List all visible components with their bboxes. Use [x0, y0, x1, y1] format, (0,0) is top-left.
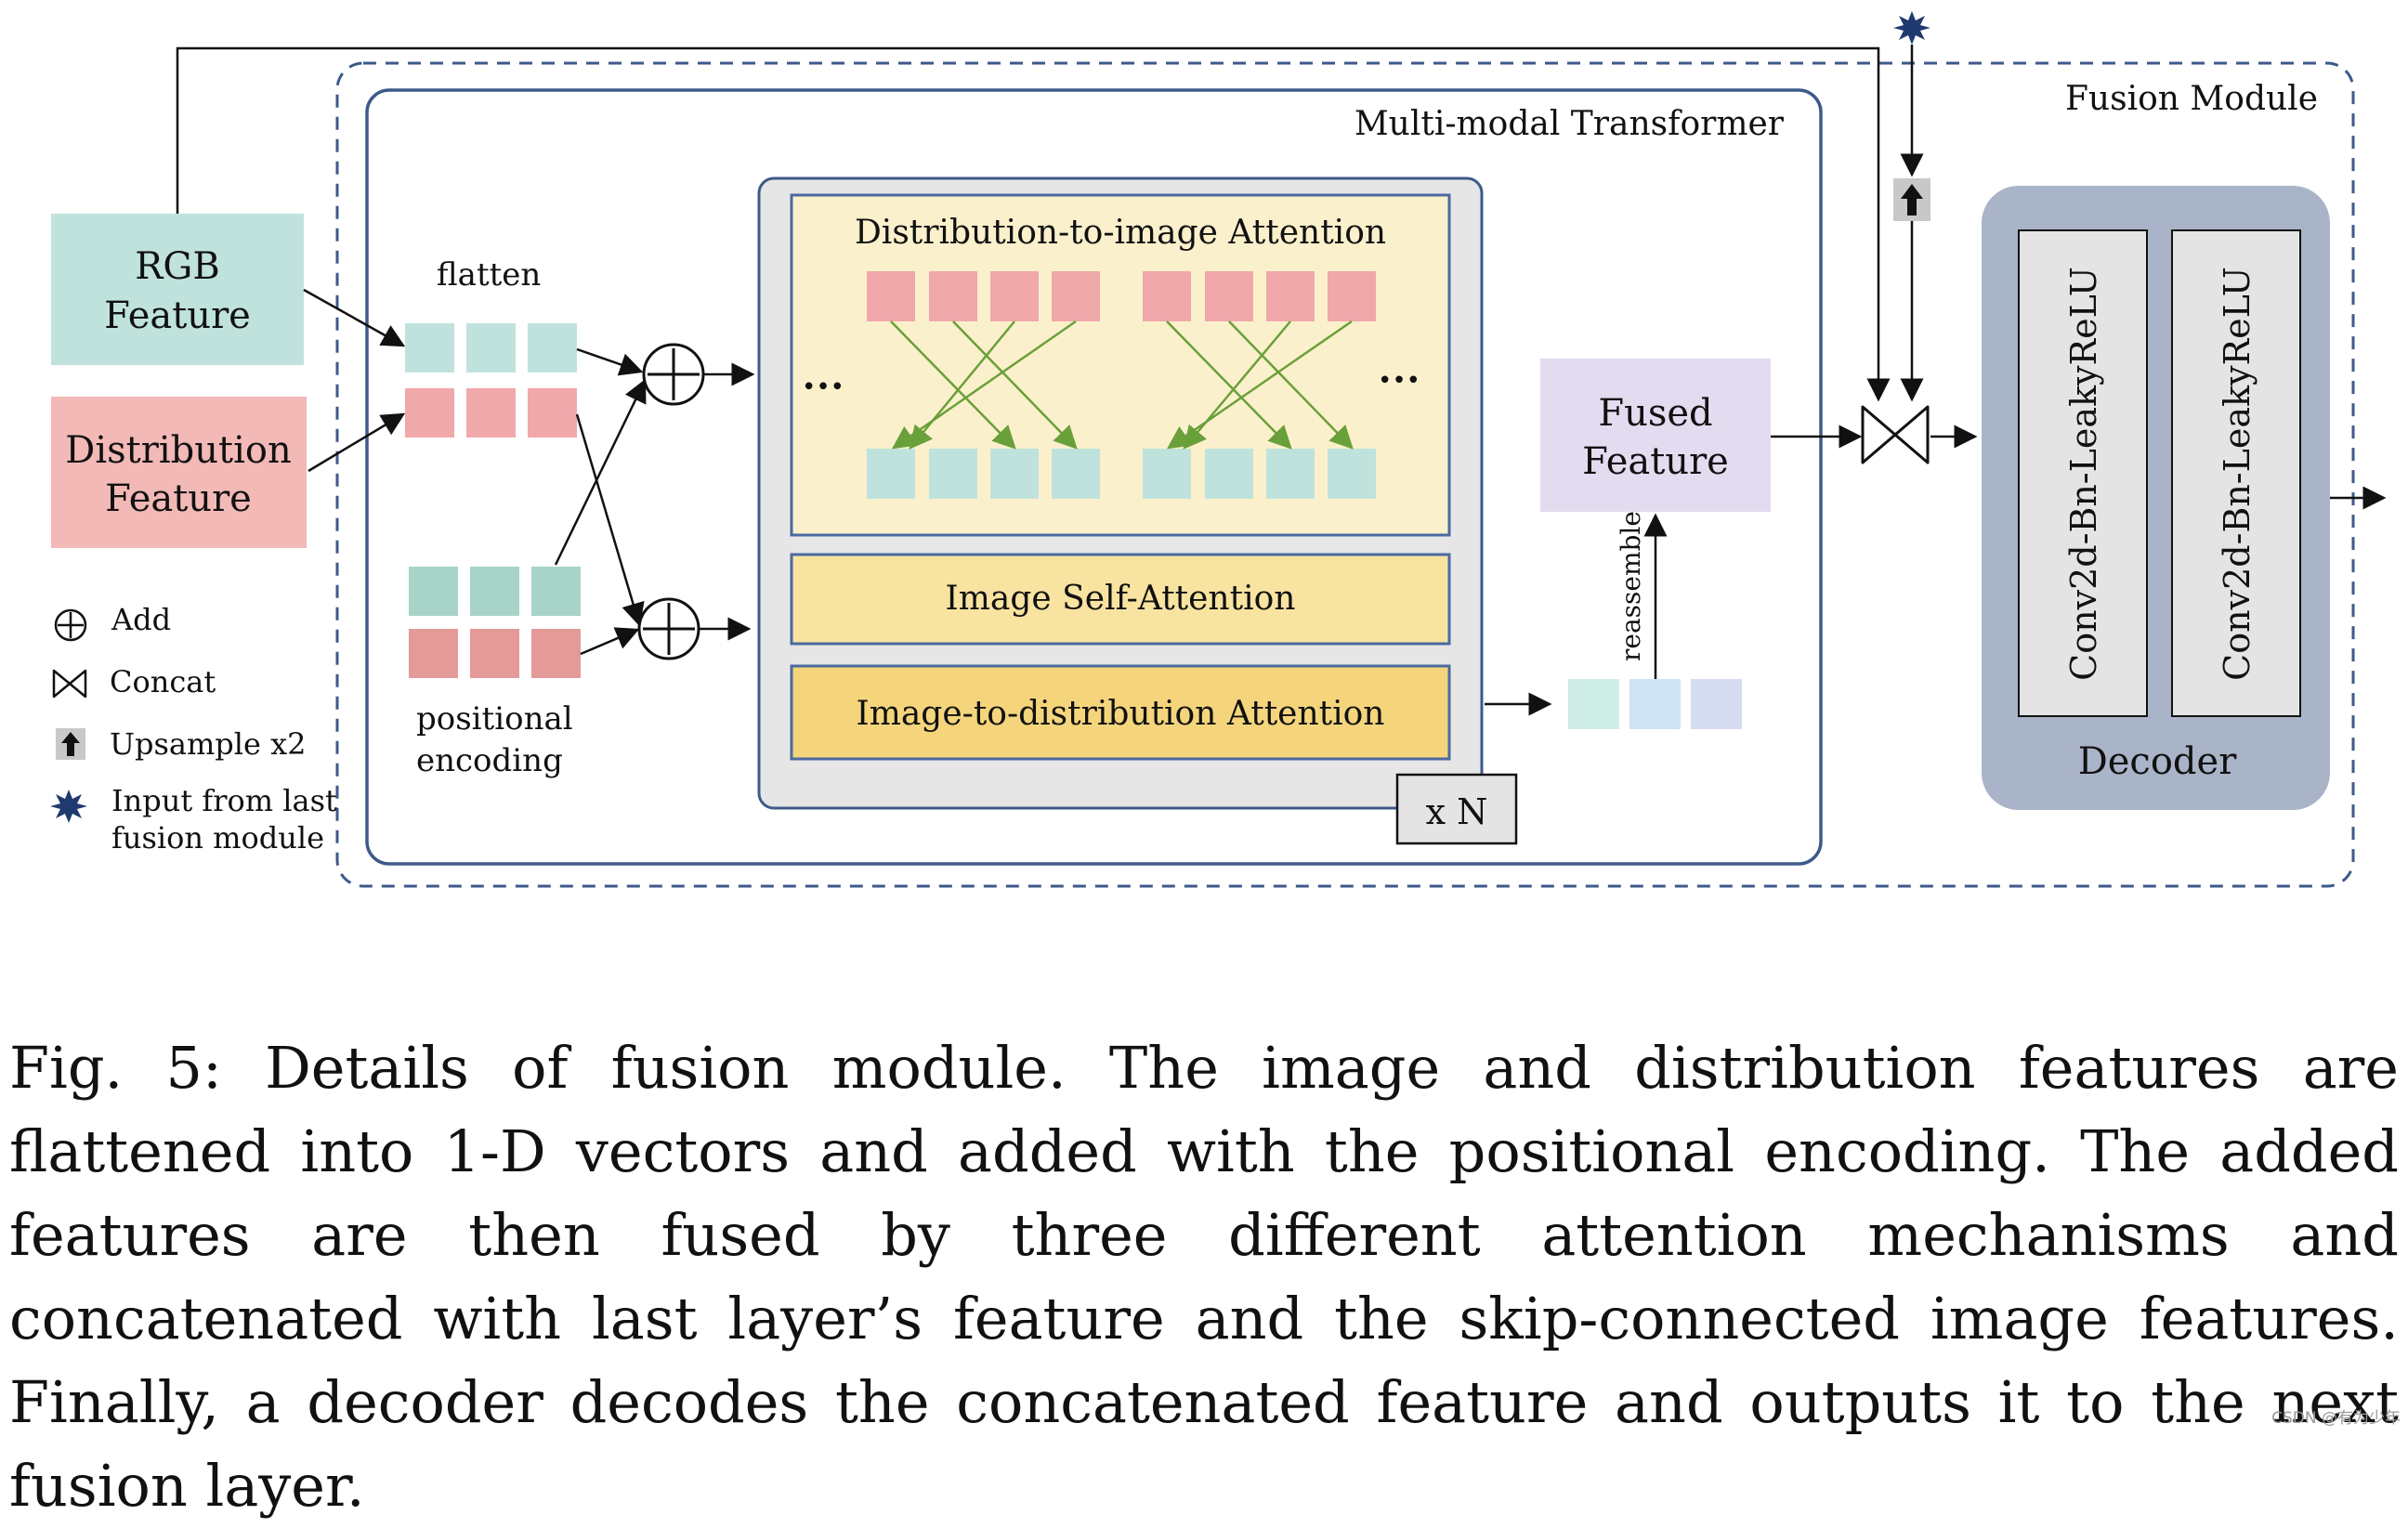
fusion-module-diagram: Fusion Module Multi-modal Transformer RG… [50, 11, 2387, 888]
attention-dist-token [1052, 271, 1100, 321]
figure-caption: Fig. 5: Details of fusion module. The im… [9, 1034, 2399, 1520]
positional-token [531, 567, 581, 616]
image-self-attention-box [790, 553, 1451, 646]
flattened-dist-token [405, 388, 454, 438]
repeat-n-tag [1395, 773, 1518, 845]
positional-token [470, 629, 519, 678]
fusion-module-label: Fusion Module [2065, 80, 2318, 118]
flattened-dist-token [528, 388, 577, 438]
multimodal-transformer-label: Multi-modal Transformer [1354, 105, 1785, 143]
flattened-rgb-token [528, 323, 577, 372]
rgb-feature-label-2: Feature [104, 294, 251, 337]
rgb-feature-label-1: RGB [135, 245, 219, 288]
pos-bottom-to-add-arrow [580, 627, 640, 656]
fusion-module-frame [335, 61, 2355, 888]
attention-dist-token [1266, 271, 1315, 321]
output-token [1568, 679, 1619, 729]
conv-block [2171, 229, 2301, 717]
positional-token [409, 567, 458, 616]
legend-add-label: Add [111, 602, 171, 637]
image-to-dist-attention-box [790, 664, 1451, 761]
image-self-attention-label: Image Self-Attention [946, 580, 1296, 618]
reassemble-label: reassemble [1616, 511, 1646, 661]
flatten-rgb-to-add-arrow [576, 347, 644, 376]
dist-to-flatten-arrow [308, 412, 406, 473]
positional-encoding-label-2: encoding [416, 742, 563, 779]
cross-attention-arrows [890, 320, 1354, 450]
ellipsis-right: ••• [1378, 367, 1420, 395]
input-from-last-module-icon [1893, 11, 1930, 45]
positional-token [470, 567, 519, 616]
legend-concat-label: Concat [110, 664, 216, 699]
flatten-label: flatten [437, 256, 541, 294]
attention-dist-token [867, 271, 915, 321]
rgb-to-flatten-arrow [303, 288, 406, 347]
dist-to-image-attention-label: Distribution-to-image Attention [855, 214, 1386, 252]
attention-dist-token [1328, 271, 1376, 321]
attention-dist-token [1143, 271, 1191, 321]
legend-input-label-1: Input from last [111, 783, 337, 818]
ellipsis-left: ••• [802, 373, 844, 401]
skip-connection-line [176, 46, 1891, 402]
repeat-n-label: x N [1426, 791, 1488, 832]
attention-image-token [1328, 449, 1376, 499]
conv-block-label: Conv2d-Bn-LeakyReLU [2063, 267, 2104, 681]
attention-image-token [867, 449, 915, 499]
distribution-feature-label-1: Distribution [65, 429, 291, 472]
attention-image-token [990, 449, 1039, 499]
output-token [1629, 679, 1681, 729]
decoder-label: Decoder [2078, 740, 2238, 783]
flattened-dist-token [466, 388, 516, 438]
fused-feature-box [1540, 359, 1771, 512]
positional-token [531, 629, 581, 678]
attention-image-token [929, 449, 977, 499]
flattened-rgb-token [466, 323, 516, 372]
conv-block [2018, 229, 2148, 717]
input-from-last-module-icon [50, 790, 87, 823]
attention-image-token [1266, 449, 1315, 499]
conv-block-label: Conv2d-Bn-LeakyReLU [2217, 267, 2258, 681]
multimodal-transformer-frame [365, 88, 1823, 866]
upsample-icon [1901, 184, 1923, 215]
distribution-feature-box [51, 397, 307, 548]
concat-icon [52, 669, 87, 699]
concat-icon [1861, 405, 1930, 464]
fused-feature-label-2: Feature [1582, 440, 1729, 483]
attention-dist-token [990, 271, 1039, 321]
attention-image-token [1205, 449, 1253, 499]
attention-dist-token [929, 271, 977, 321]
distribution-feature-label-2: Feature [105, 477, 252, 520]
positional-token [409, 629, 458, 678]
image-to-dist-attention-label: Image-to-distribution Attention [856, 695, 1384, 733]
upsample-icon [56, 728, 85, 760]
add-icon [54, 608, 87, 642]
legend-input-label-2: fusion module [111, 820, 324, 855]
legend-upsample-label: Upsample x2 [110, 726, 307, 762]
watermark: CSDN @有为少年 [2271, 1409, 2401, 1428]
output-token [1691, 679, 1742, 729]
flattened-rgb-token [405, 323, 454, 372]
positional-encoding-label-1: positional [416, 700, 573, 738]
attention-image-token [1143, 449, 1191, 499]
rgb-feature-box [51, 214, 304, 365]
fused-feature-label-1: Fused [1598, 392, 1712, 435]
add-icon [642, 343, 705, 406]
flatten-dist-to-add-arrow [575, 413, 645, 627]
attention-image-token [1052, 449, 1100, 499]
attention-dist-token [1205, 271, 1253, 321]
pos-top-to-add-arrow [554, 378, 647, 566]
add-icon [637, 597, 700, 660]
